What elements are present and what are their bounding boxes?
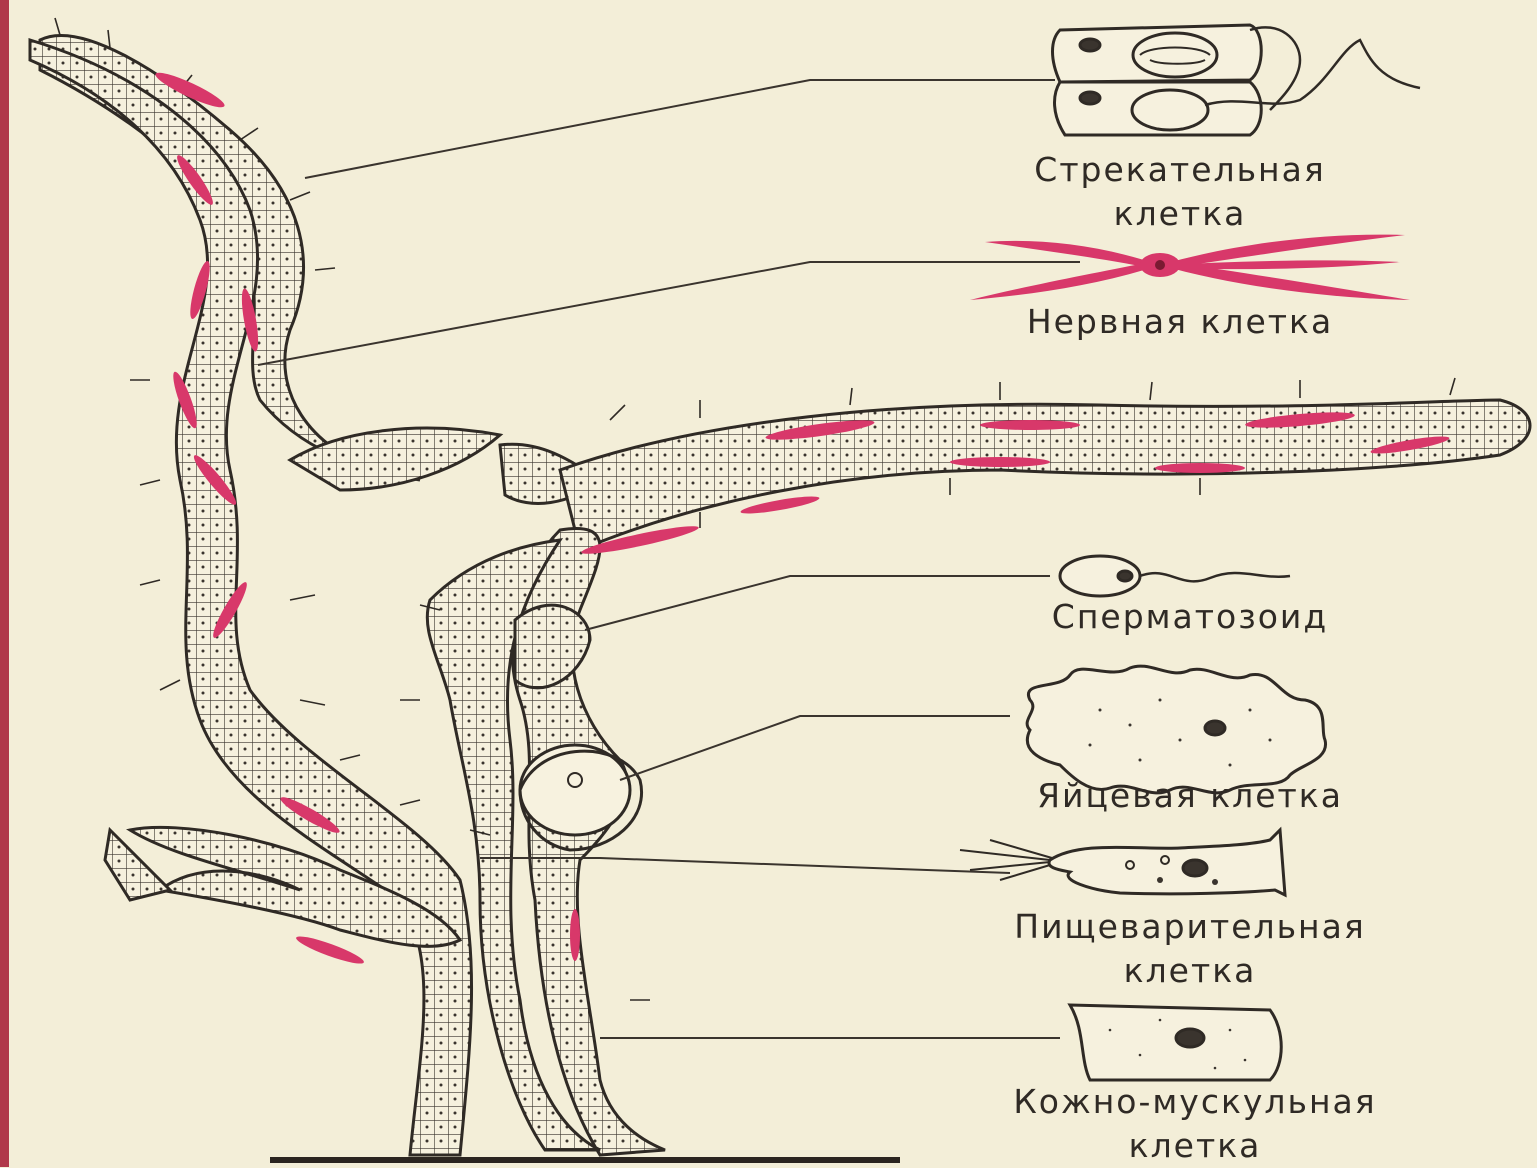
digestive-cell-illustration bbox=[960, 830, 1285, 895]
label-egg-cell: Яйцевая клетка bbox=[930, 774, 1450, 818]
label-cnidocyte-line2: клетка bbox=[940, 192, 1420, 236]
sperm-illustration bbox=[1060, 556, 1290, 596]
label-digestive-cell-line1: Пищеварительная bbox=[890, 905, 1490, 949]
cnidocyte-illustration bbox=[1053, 25, 1421, 135]
label-cnidocyte-line1: Стрекательная bbox=[940, 148, 1420, 192]
egg-in-ovary bbox=[520, 745, 630, 835]
label-epithelial-muscle-cell: Кожно-мускульная клетка bbox=[890, 1080, 1500, 1168]
label-epithelial-muscle-cell-line2: клетка bbox=[890, 1124, 1500, 1168]
label-egg-cell-line1: Яйцевая клетка bbox=[930, 774, 1450, 818]
label-digestive-cell-line2: клетка bbox=[890, 949, 1490, 993]
label-digestive-cell: Пищеварительная клетка bbox=[890, 905, 1490, 993]
label-cnidocyte: Стрекательная клетка bbox=[940, 148, 1420, 236]
label-nerve-cell-line1: Нервная клетка bbox=[920, 300, 1440, 344]
left-frame-bar bbox=[0, 0, 9, 1167]
nerve-cell-illustration bbox=[970, 235, 1410, 300]
epithelial-muscle-cell-illustration bbox=[1070, 1005, 1281, 1080]
testis bbox=[515, 605, 590, 688]
leader-egg bbox=[620, 716, 1010, 780]
label-sperm-line1: Сперматозоид bbox=[950, 595, 1430, 639]
label-epithelial-muscle-cell-line1: Кожно-мускульная bbox=[890, 1080, 1500, 1124]
label-nerve-cell: Нервная клетка bbox=[920, 300, 1440, 344]
label-sperm: Сперматозоид bbox=[950, 595, 1430, 639]
